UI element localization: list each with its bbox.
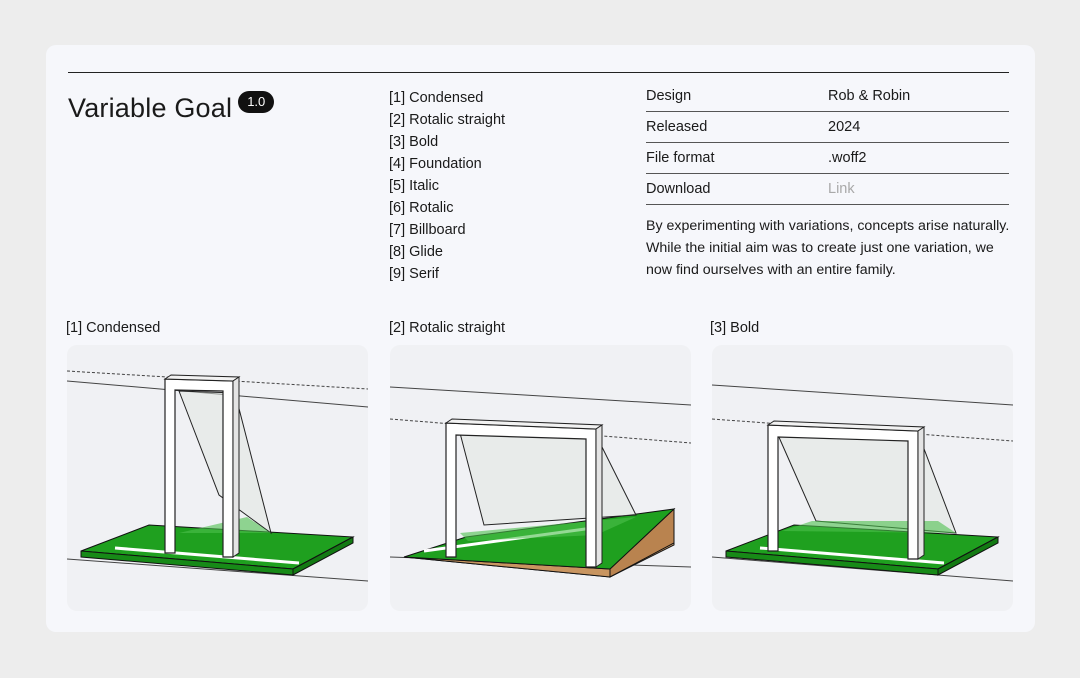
description: By experimenting with variations, concep…	[646, 218, 1010, 278]
meta-row-download: Download Link	[646, 174, 1009, 205]
style-item: [8] Glide	[389, 244, 443, 260]
meta-value: Rob & Robin	[828, 88, 911, 104]
version-badge: 1.0	[238, 91, 275, 113]
panel-label: [3] Bold	[710, 320, 760, 336]
style-item: [2] Rotalic straight	[389, 112, 506, 128]
meta-row-released: Released 2024	[646, 112, 1009, 143]
style-item: [3] Bold	[389, 134, 439, 150]
goal-bold-illustration	[712, 345, 1013, 611]
style-item: [1] Condensed	[389, 90, 484, 106]
meta-row-design: Design Rob & Robin	[646, 81, 1009, 112]
style-item: [9] Serif	[389, 266, 439, 282]
meta-value: .woff2	[828, 150, 867, 166]
page-title: Variable Goal	[68, 93, 233, 123]
style-item: [5] Italic	[389, 178, 439, 194]
style-item: [4] Foundation	[389, 156, 482, 172]
meta-table: Design Rob & Robin Released 2024 File fo…	[646, 81, 1009, 205]
meta-key: Released	[646, 119, 708, 135]
meta-key: Download	[646, 181, 711, 197]
goal-condensed-illustration	[67, 345, 368, 611]
top-divider	[68, 72, 1009, 73]
style-item: [7] Billboard	[389, 222, 466, 238]
download-link[interactable]: Link	[828, 181, 855, 197]
meta-value: 2024	[828, 119, 861, 135]
panel-label: [1] Condensed	[66, 320, 161, 336]
panel-label: [2] Rotalic straight	[389, 320, 506, 336]
styles-list: [1] Condensed [2] Rotalic straight [3] B…	[389, 87, 505, 285]
info-card: Variable Goal 1.0 [1] Condensed [2] Rota…	[46, 45, 1035, 632]
style-item: [6] Rotalic	[389, 200, 454, 216]
meta-key: Design	[646, 88, 692, 104]
goal-rotalic-straight-illustration	[390, 345, 691, 611]
title-block: Variable Goal 1.0	[68, 91, 275, 124]
meta-key: File format	[646, 150, 715, 166]
meta-row-format: File format .woff2	[646, 143, 1009, 174]
